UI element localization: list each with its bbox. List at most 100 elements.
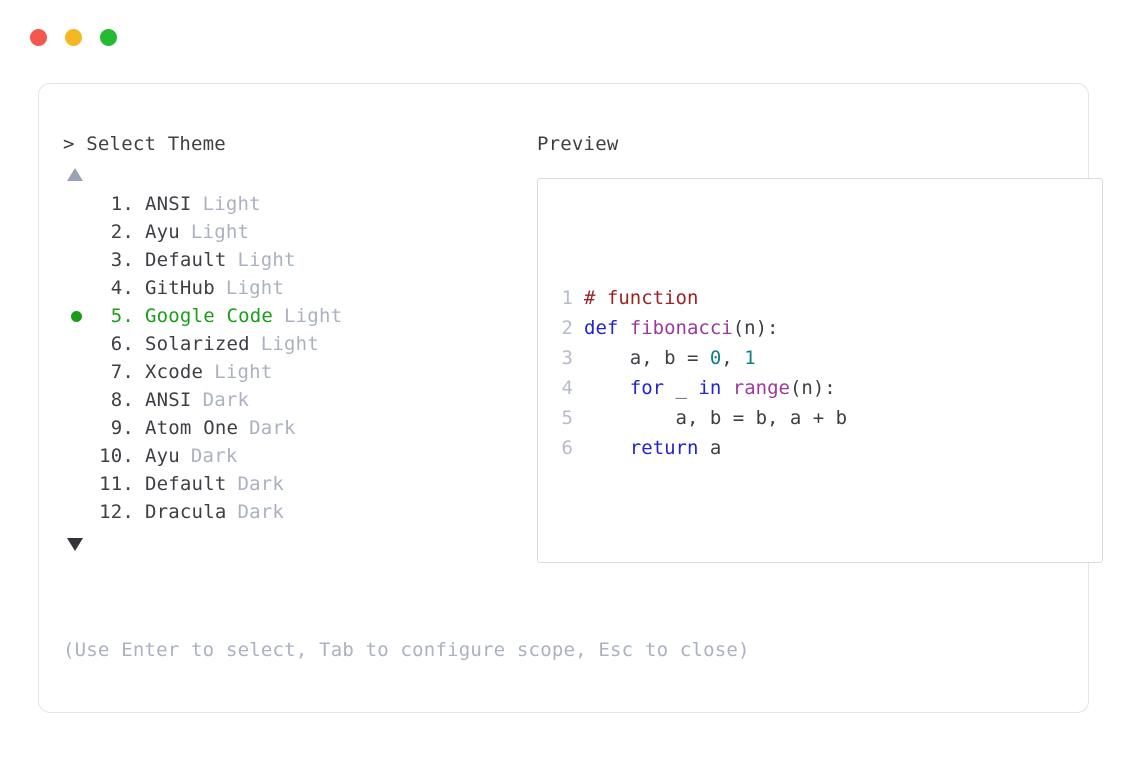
maximize-window-button[interactable] <box>100 29 117 46</box>
theme-list-item[interactable]: 9. Atom One Dark <box>63 414 533 442</box>
code-line-number: 3 <box>561 347 573 369</box>
theme-list-item[interactable]: 6. Solarized Light <box>63 330 533 358</box>
theme-item-index: 1. <box>110 193 134 215</box>
prompt-caret-icon: > <box>63 133 75 155</box>
triangle-down-icon[interactable] <box>67 538 83 551</box>
code-line: 6 return a <box>556 433 1102 463</box>
code-token: for <box>629 377 665 399</box>
theme-item-variant: Light <box>225 277 285 299</box>
theme-item-index: 3. <box>110 249 134 271</box>
theme-list-item[interactable]: 4. GitHub Light <box>63 274 533 302</box>
theme-item-variant: Dark <box>202 389 250 411</box>
code-token: (n): <box>789 377 836 399</box>
code-token <box>721 377 732 399</box>
theme-list-item[interactable]: 12. Dracula Dark <box>63 498 533 526</box>
code-token: def <box>584 317 630 339</box>
code-token <box>584 377 630 399</box>
close-window-button[interactable] <box>30 29 47 46</box>
theme-item-name: ANSI <box>145 389 192 411</box>
theme-item-variant: Light <box>284 305 343 327</box>
theme-item-variant: Light <box>214 361 273 383</box>
theme-list-item[interactable]: 5. Google Code Light <box>63 302 533 330</box>
code-line-text: a, b = b, a + b <box>584 403 848 433</box>
theme-item-name: Solarized <box>145 333 250 355</box>
code-line-number: 1 <box>561 287 573 309</box>
prompt-line: > Select Theme <box>63 131 533 157</box>
theme-item-index: 2. <box>110 221 134 243</box>
theme-item-variant: Dark <box>237 501 285 523</box>
code-line: 2 def fibonacci(n): <box>556 313 1102 343</box>
theme-item-index: 10. <box>99 445 134 467</box>
code-token: return <box>629 437 699 459</box>
theme-item-name: Google Code <box>145 305 274 327</box>
theme-item-name: Ayu <box>145 221 180 243</box>
code-line: 4 for _ in range(n): <box>556 373 1102 403</box>
theme-item-variant: Dark <box>190 445 238 467</box>
theme-item-index: 6. <box>110 333 134 355</box>
theme-item-variant: Light <box>260 333 319 355</box>
code-line-text: a, b = 0, 1 <box>584 343 756 373</box>
code-line-number: 6 <box>561 437 573 459</box>
theme-list-item[interactable]: 1. ANSI Light <box>63 190 533 218</box>
minimize-window-button[interactable] <box>65 29 82 46</box>
code-token: in <box>698 377 722 399</box>
theme-item-name: Xcode <box>145 361 204 383</box>
code-token: range <box>732 377 790 399</box>
code-spacer <box>556 523 1102 553</box>
code-token: a, b = <box>584 347 710 369</box>
code-line: 5 a, b = b, a + b <box>556 403 1102 433</box>
theme-item-name: Default <box>145 473 227 495</box>
preview-pane-header: Preview <box>537 131 1067 157</box>
theme-item-name: Atom One <box>145 417 239 439</box>
theme-item-variant: Dark <box>237 473 285 495</box>
theme-item-index: 9. <box>110 417 134 439</box>
theme-list-item[interactable]: 7. Xcode Light <box>63 358 533 386</box>
code-line-text: for _ in range(n): <box>584 373 836 403</box>
theme-item-index: 5. <box>110 305 134 327</box>
code-line-number: 4 <box>561 377 573 399</box>
code-token: a, b = b, a + b <box>584 407 848 429</box>
theme-list-item[interactable]: 2. Ayu Light <box>63 218 533 246</box>
theme-item-index: 12. <box>99 501 134 523</box>
theme-item-index: 8. <box>110 389 134 411</box>
theme-item-name: Dracula <box>145 501 227 523</box>
selected-bullet-icon <box>71 310 82 322</box>
triangle-up-icon[interactable] <box>67 168 83 181</box>
selection-bullet-cell <box>63 310 90 322</box>
theme-list-item[interactable]: 3. Default Light <box>63 246 533 274</box>
code-token: a <box>698 437 722 459</box>
code-line-number: 2 <box>561 317 573 339</box>
theme-item-index: 11. <box>99 473 134 495</box>
code-token: # function <box>584 287 699 309</box>
theme-item-index: 4. <box>110 277 134 299</box>
window-titlebar <box>30 29 117 46</box>
theme-list-item[interactable]: 8. ANSI Dark <box>63 386 533 414</box>
code-token <box>584 437 630 459</box>
code-token: (n): <box>732 317 779 339</box>
page-title: Select Theme <box>86 133 226 155</box>
code-line-text: # function <box>584 283 698 313</box>
theme-item-variant: Dark <box>249 417 296 439</box>
keyboard-hint: (Use Enter to select, Tab to configure s… <box>63 639 750 661</box>
code-line-number: 5 <box>561 407 573 429</box>
preview-title: Preview <box>537 133 619 155</box>
theme-item-variant: Light <box>190 221 250 243</box>
theme-list-item[interactable]: 11. Default Dark <box>63 470 533 498</box>
theme-item-name: Default <box>145 249 227 271</box>
code-line-text: def fibonacci(n): <box>584 313 778 343</box>
theme-item-name: GitHub <box>145 277 215 299</box>
code-token: fibonacci <box>629 317 733 339</box>
theme-item-index: 7. <box>110 361 134 383</box>
theme-item-variant: Light <box>202 193 261 215</box>
theme-item-variant: Light <box>237 249 296 271</box>
code-token: _ <box>664 377 699 399</box>
theme-item-name: ANSI <box>145 193 192 215</box>
code-line-text: return a <box>584 433 722 463</box>
